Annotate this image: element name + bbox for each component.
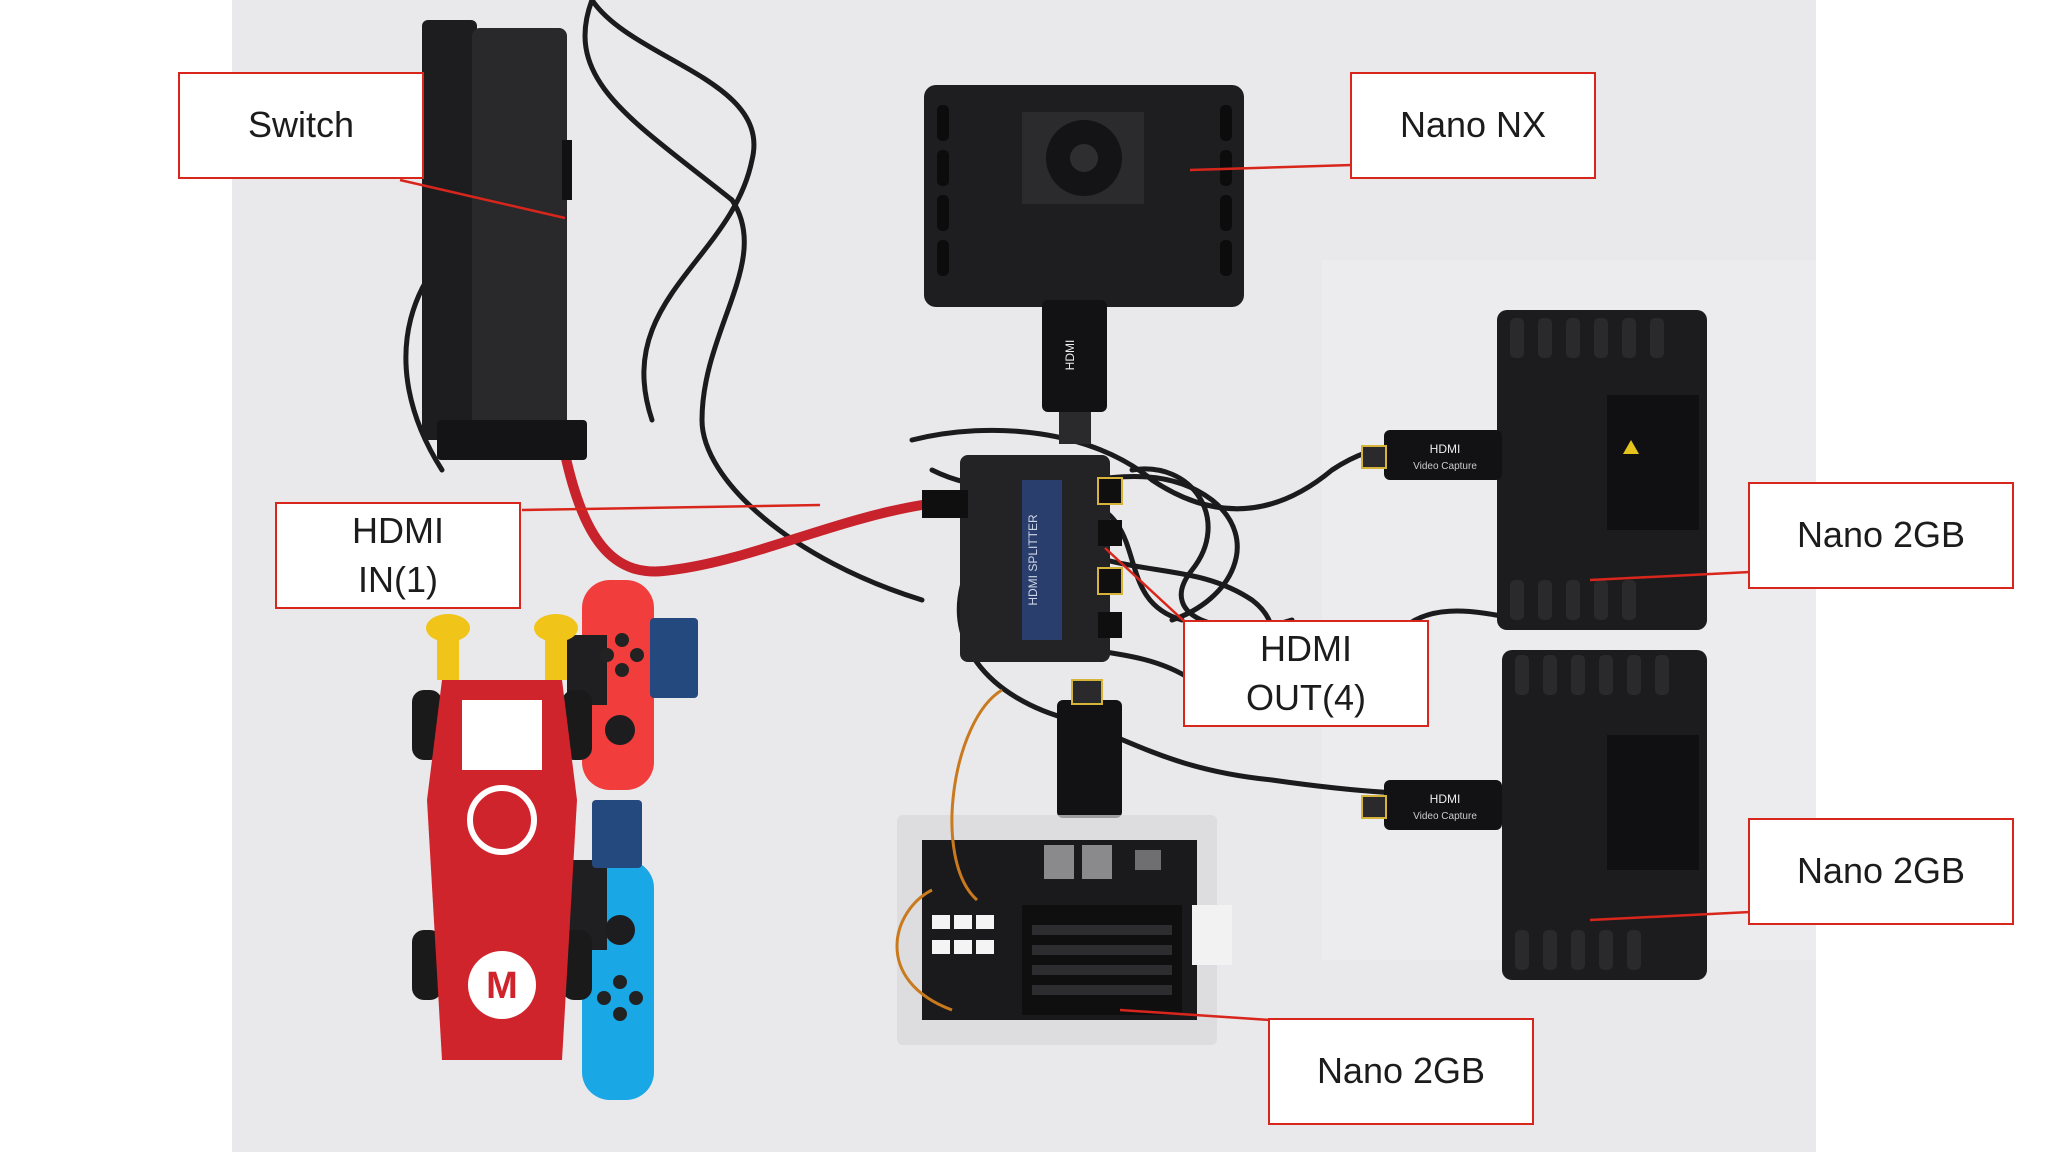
capture-name-text-3: Video Capture — [1413, 811, 1477, 822]
capture-dongle-middle — [1057, 679, 1122, 818]
hdmi-splitter: HDMI SPLITTER — [922, 455, 1123, 662]
label-hdmi-out: HDMI OUT(4) — [1183, 620, 1429, 727]
switch-dock — [422, 20, 587, 460]
mario-kart: M — [412, 614, 592, 1060]
label-nano-2gb-bottom-text: Nano 2GB — [1316, 1050, 1486, 1092]
splitter-text: HDMI SPLITTER — [1026, 514, 1040, 606]
nano-2gb-right-top-device — [1497, 310, 1707, 630]
nano-2gb-board — [895, 688, 1232, 1045]
label-hdmi-out-line2: OUT(4) — [1246, 676, 1366, 718]
label-nano-nx: Nano NX — [1350, 72, 1596, 179]
capture-name-text-2: Video Capture — [1413, 461, 1477, 472]
setup-photo: HDMI HDMI SPLITTER — [232, 0, 1816, 1152]
nano-nx-device — [924, 85, 1244, 307]
label-nano-2gb-right-bottom-text: Nano 2GB — [1796, 850, 1966, 892]
capture-dongle-right-top: HDMI Video Capture — [1361, 430, 1502, 480]
nano-2gb-right-bottom-device — [1502, 650, 1707, 980]
label-switch: Switch — [178, 72, 424, 179]
label-nano-2gb-right-top: Nano 2GB — [1748, 482, 2014, 589]
capture-brand-text-2: HDMI — [1430, 442, 1461, 456]
label-nano-2gb-right-top-text: Nano 2GB — [1796, 514, 1966, 556]
label-nano-2gb-bottom: Nano 2GB — [1268, 1018, 1534, 1125]
label-nano-2gb-right-bottom: Nano 2GB — [1748, 818, 2014, 925]
label-nano-nx-text: Nano NX — [1399, 104, 1547, 146]
label-hdmi-in-line1: HDMI — [352, 509, 444, 551]
label-hdmi-out-line1: HDMI — [1260, 627, 1352, 669]
capture-dongle-right-bottom: HDMI Video Capture — [1361, 780, 1502, 830]
red-hdmi-cable — [557, 435, 927, 577]
capture-brand-text-3: HDMI — [1430, 792, 1461, 806]
capture-dongle-top: HDMI — [1042, 300, 1107, 444]
label-switch-text: Switch — [247, 104, 355, 146]
svg-text:M: M — [486, 965, 518, 1007]
capture-brand-text: HDMI — [1063, 340, 1077, 371]
label-hdmi-in-line2: IN(1) — [358, 558, 438, 600]
label-hdmi-in: HDMI IN(1) — [275, 502, 521, 609]
